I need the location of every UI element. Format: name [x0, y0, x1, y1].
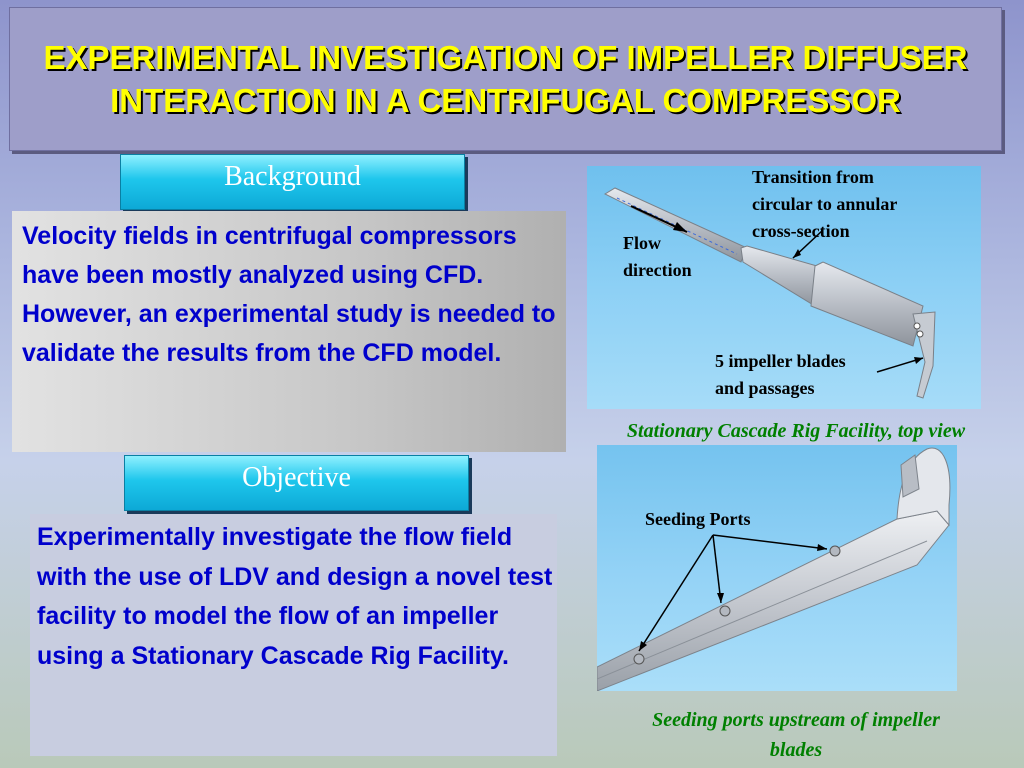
objective-text-panel: Experimentally investigate the flow fiel… [30, 514, 557, 756]
flow-direction-label: Flow direction [623, 233, 692, 280]
background-text-panel: Velocity fields in centrifugal compresso… [12, 211, 566, 452]
top-view-caption: Stationary Cascade Rig Facility, top vie… [626, 420, 966, 442]
background-text: Velocity fields in centrifugal compresso… [22, 222, 556, 367]
cascade-rig-top-view-figure: Transition from circular to annular cros… [587, 166, 981, 409]
objective-heading-button[interactable]: Objective [124, 455, 469, 511]
background-heading-label: Background [224, 161, 361, 192]
cascade-rig-top-view-drawing [603, 187, 936, 399]
seeding-ports-drawing [597, 447, 951, 691]
objective-heading-label: Objective [242, 462, 351, 493]
title-banner: EXPERIMENTAL INVESTIGATION OF IMPELLER D… [9, 7, 1002, 151]
seeding-ports-figure: Seeding Ports [597, 445, 957, 691]
transition-label: Transition from circular to annular cros… [752, 167, 898, 241]
impeller-blades-label: 5 impeller blades and passages [715, 351, 846, 398]
objective-text: Experimentally investigate the flow fiel… [37, 523, 553, 670]
seeding-ports-label: Seeding Ports [645, 509, 751, 529]
seeding-ports-caption: Seeding ports upstream of impeller blade… [652, 709, 940, 761]
background-heading-button[interactable]: Background [120, 154, 465, 210]
slide-title: EXPERIMENTAL INVESTIGATION OF IMPELLER D… [43, 39, 968, 119]
